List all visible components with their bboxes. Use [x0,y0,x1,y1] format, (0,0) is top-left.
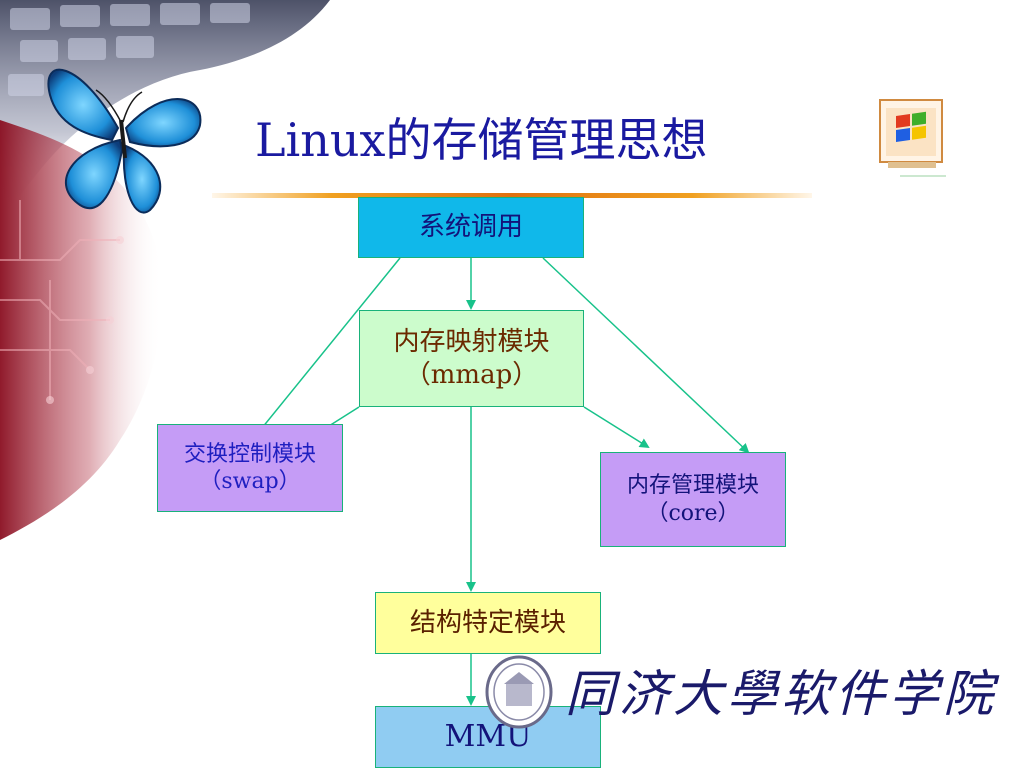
title-divider [212,193,812,198]
node-memory-management: 内存管理模块 （core） [600,452,786,547]
university-seal-icon [485,655,553,729]
node-swap-control-label: 交换控制模块 [183,441,316,467]
node-swap-control: 交换控制模块 （swap） [157,424,343,512]
node-architecture-specific: 结构特定模块 [375,592,601,654]
node-memory-mapping-sub: （mmap） [404,359,539,390]
windows-flag-icon [879,99,943,168]
node-swap-control-sub: （swap） [199,469,301,494]
university-name: 同济大學软件学院 [565,665,997,723]
node-memory-mapping-label: 内存映射模块 [393,327,550,357]
node-memory-management-sub: （core） [646,500,740,526]
butterfly-icon [47,68,202,214]
node-system-call: 系统调用 [358,197,584,258]
node-memory-mapping: 内存映射模块 （mmap） [359,310,584,407]
node-memory-management-label: 内存管理模块 [626,473,759,498]
node-architecture-specific-label: 结构特定模块 [409,607,566,638]
slide-title: Linux的存储管理思想 [255,113,708,167]
node-system-call-label: 系统调用 [418,212,523,243]
